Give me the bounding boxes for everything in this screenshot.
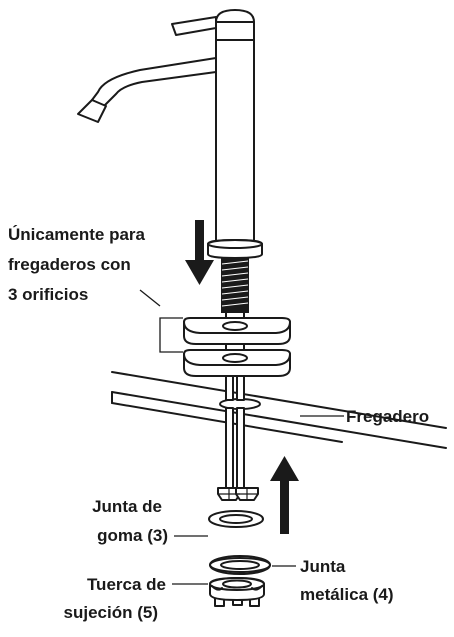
faucet	[77, 9, 263, 339]
label-three-hole-line-2: fregaderos con	[8, 255, 131, 274]
label-rubber-gasket-line-2: goma (3)	[97, 526, 168, 545]
thread-lines	[221, 260, 249, 307]
label-metal-gasket-line-1: Junta	[300, 557, 346, 576]
rubber-gasket	[208, 510, 264, 528]
faucet-lever	[171, 16, 217, 36]
label-sink: Fregadero	[346, 407, 429, 426]
arrow-up-icon	[270, 456, 299, 534]
label-three-hole-line-3: 3 orificios	[8, 285, 88, 304]
faucet-spout	[91, 57, 217, 107]
leader-three-hole-bracket	[159, 317, 183, 353]
faucet-spout-tip	[77, 99, 107, 123]
label-metal-gasket-line-2: metálica (4)	[300, 585, 394, 604]
faucet-column	[215, 21, 255, 251]
mounting-nut	[209, 577, 265, 607]
label-nut-line-2: sujeción (5)	[64, 603, 158, 622]
deck-plate-top	[183, 317, 291, 345]
leader-three-hole-diag	[139, 289, 161, 307]
faucet-top-cap	[215, 9, 255, 23]
arrow-down-icon	[185, 220, 214, 285]
deck-plate-bottom	[183, 349, 291, 377]
label-rubber-gasket-line-1: Junta de	[92, 497, 162, 516]
label-nut-line-1: Tuerca de	[87, 575, 166, 594]
supply-hoses	[217, 375, 259, 501]
label-three-hole-line-1: Únicamente para	[8, 225, 146, 244]
metal-gasket	[209, 555, 271, 575]
